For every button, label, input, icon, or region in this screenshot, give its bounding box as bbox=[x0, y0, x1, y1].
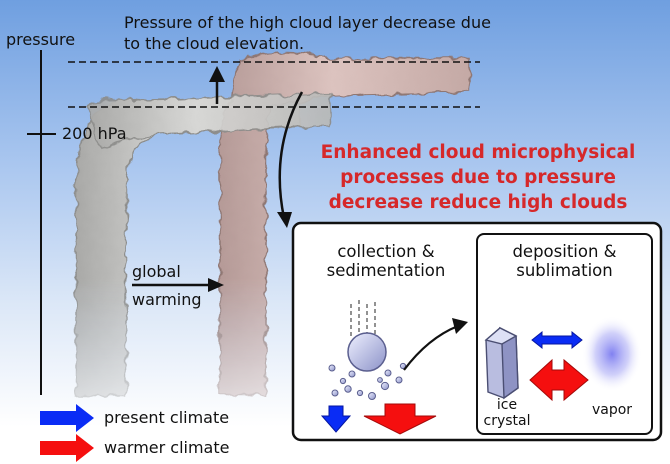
process-link-arrow bbox=[403, 324, 459, 371]
present-climate-cloud-top bbox=[87, 93, 331, 152]
present-exchange-arrow-icon bbox=[531, 330, 583, 350]
warmer-down-arrow-icon bbox=[363, 403, 437, 435]
vapor-icon bbox=[582, 316, 642, 392]
global-warming-arrow bbox=[132, 278, 224, 292]
legend-present-label: present climate bbox=[104, 408, 230, 427]
headline: Enhanced cloud microphysical processes d… bbox=[320, 142, 636, 213]
elevation-arrow bbox=[209, 66, 225, 104]
present-down-arrow-icon bbox=[320, 405, 352, 433]
ice-crystal-label: ice crystal bbox=[483, 397, 531, 429]
large-particle-icon bbox=[347, 332, 387, 372]
legend-present-arrow-icon bbox=[40, 404, 94, 432]
deposition-sublimation-title: deposition & sublimation bbox=[512, 242, 617, 280]
pressure-axis-label: pressure bbox=[6, 30, 76, 49]
curved-arrow-to-box bbox=[278, 91, 304, 219]
collection-sedimentation-title: collection & sedimentation bbox=[326, 242, 446, 280]
vapor-label: vapor bbox=[591, 402, 633, 418]
pressure-tick-label: 200 hPa bbox=[62, 124, 127, 143]
legend-warmer-arrow-icon bbox=[40, 434, 94, 462]
ice-crystal-icon bbox=[484, 326, 519, 400]
global-warming-label: global warming bbox=[132, 262, 202, 309]
small-particles-icon bbox=[328, 362, 407, 400]
elevation-caption: Pressure of the high cloud layer decreas… bbox=[124, 13, 491, 53]
legend-warmer-label: warmer climate bbox=[104, 438, 230, 457]
curved-arrow-head bbox=[277, 212, 292, 228]
warmer-exchange-arrow-icon bbox=[529, 358, 589, 402]
